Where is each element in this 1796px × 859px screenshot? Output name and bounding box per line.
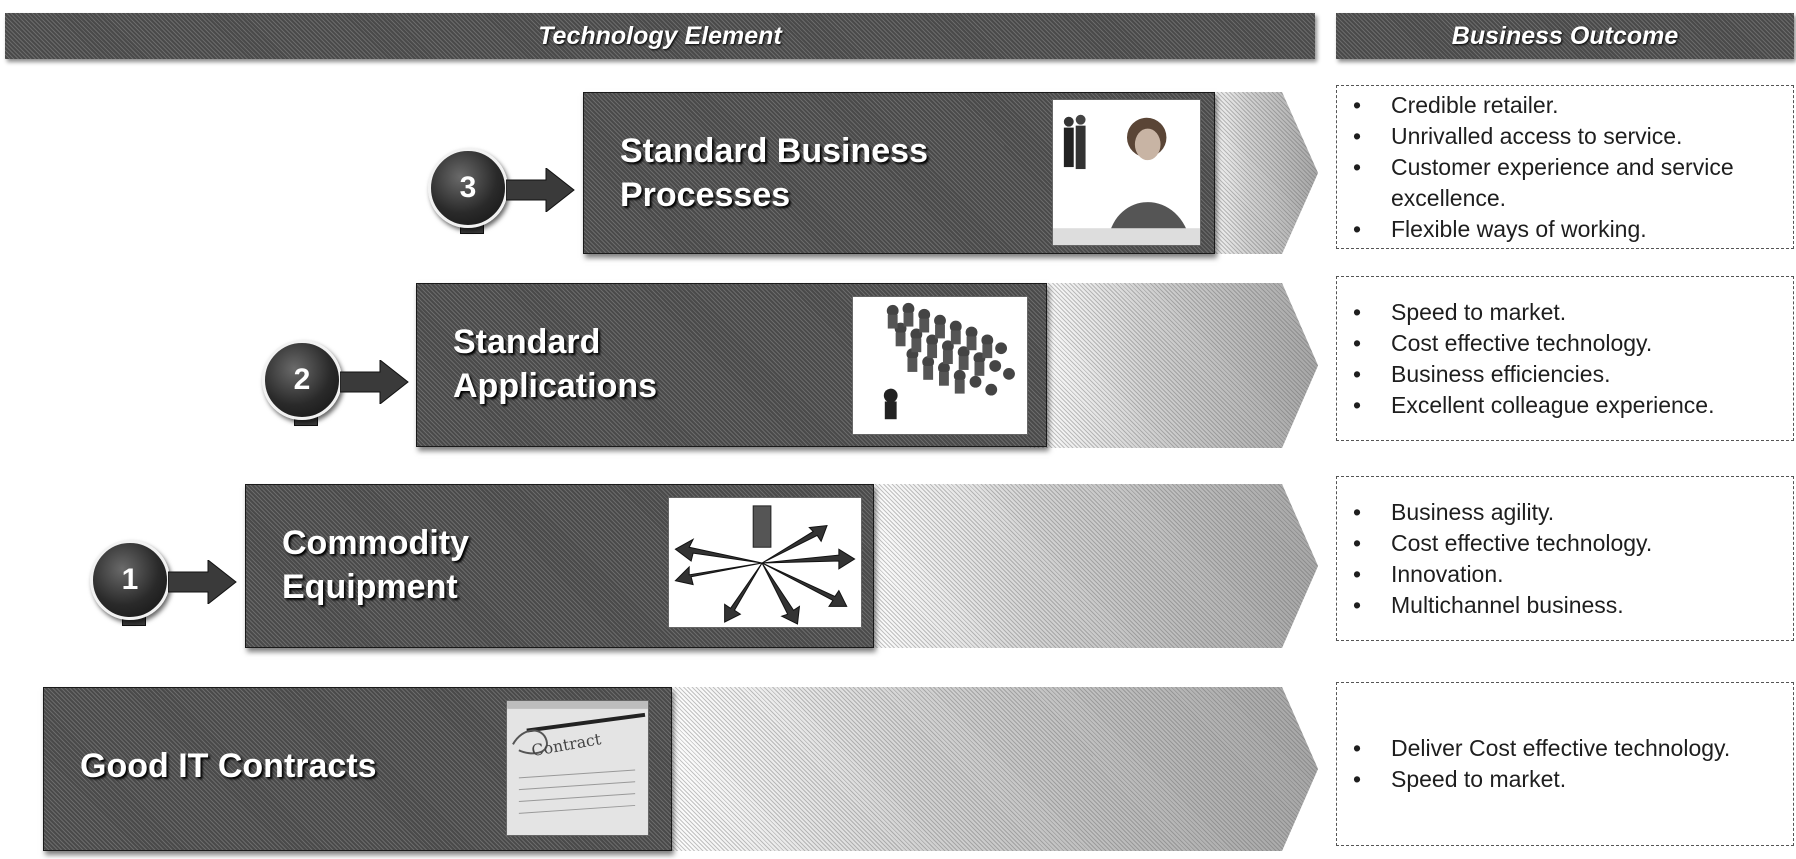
- row0-box: Good IT Contracts Contract: [43, 687, 672, 851]
- row1-box: Commodity Equipment: [245, 484, 874, 648]
- row2-outcomes: Speed to market. Cost effective technolo…: [1336, 276, 1794, 441]
- outcome-item: Flexible ways of working.: [1353, 214, 1785, 245]
- outcome-item: Business agility.: [1353, 497, 1785, 528]
- outcome-item: Credible retailer.: [1353, 90, 1785, 121]
- outcome-item: Cost effective technology.: [1353, 528, 1785, 559]
- contract-document-icon: Contract: [507, 701, 648, 835]
- row3-outcomes: Credible retailer. Unrivalled access to …: [1336, 85, 1794, 249]
- row3-title-line1: Standard Business: [620, 132, 928, 170]
- row0-outcomes: Deliver Cost effective technology. Speed…: [1336, 682, 1794, 846]
- row2-title-line1: Standard: [453, 323, 601, 361]
- right-arrow-icon: [340, 360, 409, 404]
- right-arrow-icon: [506, 168, 575, 212]
- step-2-number: 2: [262, 340, 342, 420]
- row1-title-line1: Commodity: [282, 524, 469, 562]
- radiating-arrows-icon: [674, 505, 856, 625]
- row3-title-line2: Processes: [620, 176, 791, 214]
- outcome-item: Cost effective technology.: [1353, 328, 1785, 359]
- step-3-number: 3: [428, 148, 508, 228]
- business-people-icon: [1053, 114, 1200, 245]
- business-outcome-header: Business Outcome: [1336, 13, 1794, 59]
- outcome-item: Innovation.: [1353, 559, 1785, 590]
- row2-arrow: [1030, 283, 1318, 448]
- outcome-item: Business efficiencies.: [1353, 359, 1785, 390]
- row2-title-line2: Applications: [453, 367, 658, 405]
- row3-box: Standard Business Processes: [583, 92, 1215, 254]
- outcome-item: Unrivalled access to service.: [1353, 121, 1785, 152]
- step-1-number: 1: [90, 540, 170, 620]
- row0-title: Good IT Contracts: [80, 747, 377, 785]
- row0-arrow: [660, 687, 1318, 851]
- outcome-item: Customer experience and service excellen…: [1353, 152, 1785, 214]
- technology-element-header: Technology Element: [5, 13, 1315, 59]
- contract-document-photo: Contract: [506, 700, 649, 836]
- row1-outcomes: Business agility. Cost effective technol…: [1336, 476, 1794, 641]
- business-people-photo: [1052, 99, 1201, 246]
- right-arrow-icon: [168, 560, 237, 604]
- outcome-item: Multichannel business.: [1353, 590, 1785, 621]
- row2-box: Standard Applications: [416, 283, 1047, 447]
- crowd-figures-photo: [852, 296, 1028, 435]
- outcome-item: Deliver Cost effective technology.: [1353, 733, 1785, 764]
- radiating-arrows-photo: [668, 497, 862, 628]
- outcome-item: Excellent colleague experience.: [1353, 390, 1785, 421]
- outcome-item: Speed to market.: [1353, 297, 1785, 328]
- business-header-label: Business Outcome: [1451, 21, 1679, 50]
- crowd-figures-icon: [883, 302, 1015, 420]
- outcome-item: Speed to market.: [1353, 764, 1785, 795]
- row1-arrow: [860, 484, 1318, 648]
- technology-header-label: Technology Element: [538, 21, 782, 50]
- row1-title-line2: Equipment: [282, 568, 458, 606]
- row3-arrow: [1200, 92, 1318, 254]
